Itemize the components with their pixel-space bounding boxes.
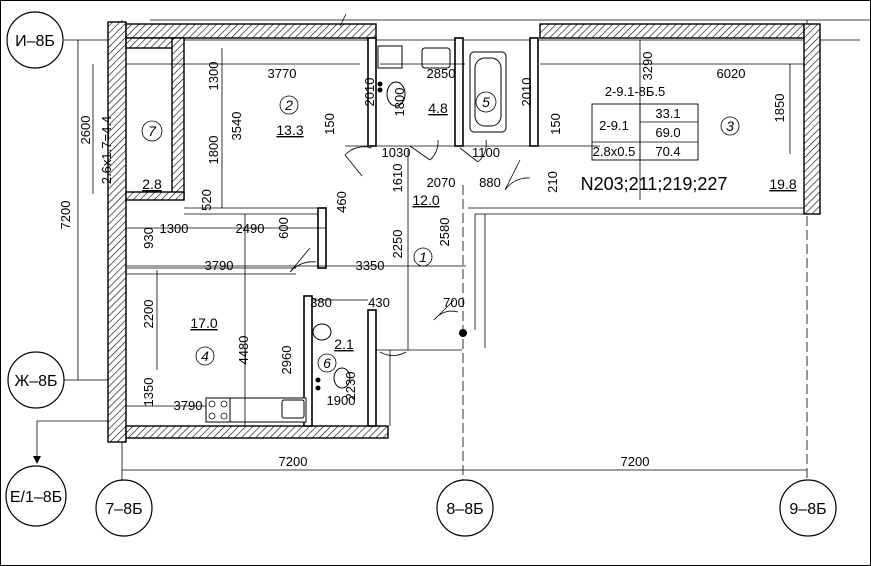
dim-2580: 2580 — [437, 218, 452, 247]
dim-700: 700 — [443, 295, 465, 310]
axis-label: Ж–8Б — [14, 373, 57, 390]
dim-1850: 1850 — [772, 94, 787, 123]
axis-label: И–8Б — [15, 33, 55, 50]
room-3: 3 19.8 — [720, 116, 797, 192]
outer-walls — [107, 21, 821, 443]
room-number: 6 — [323, 355, 331, 371]
dim-2250: 2250 — [390, 230, 405, 259]
dimension-lines — [77, 40, 807, 471]
room-4: 4 17.0 — [190, 315, 218, 366]
dim-430: 430 — [368, 295, 390, 310]
dim-1800-a: 1800 — [206, 136, 221, 165]
toilet-small-icon — [333, 367, 351, 389]
dim-1100: 1100 — [472, 145, 500, 160]
sink-icon — [421, 47, 451, 69]
axis-label: 7–8Б — [105, 501, 142, 518]
dim-460: 460 — [334, 191, 349, 213]
toilet-icon — [386, 81, 406, 107]
apartment-code: 2-9.1 — [599, 118, 629, 133]
room-area: 13.3 — [276, 122, 303, 138]
dim-3770: 3770 — [268, 66, 297, 81]
dim-3350: 3350 — [356, 258, 385, 273]
room-area: 4.8 — [428, 100, 448, 116]
dim-1350: 1350 — [141, 378, 156, 407]
room-area: 17.0 — [190, 315, 217, 331]
room-7: 7 2.8 — [141, 120, 163, 192]
room-1: 1 12.0 — [412, 192, 440, 267]
dim-1300-b: 1300 — [160, 221, 189, 236]
axis-bubble-a78b: 7–8Б — [95, 479, 153, 537]
doors — [289, 139, 531, 356]
dim-1030: 1030 — [382, 145, 411, 160]
dim-4480: 4480 — [236, 336, 251, 365]
kitchen-sink-icon — [281, 399, 305, 419]
dim-150-b: 150 — [548, 113, 563, 135]
dim-2230: 2230 — [343, 372, 358, 401]
dim-3540: 3540 — [229, 112, 244, 141]
dim-210: 210 — [545, 171, 560, 193]
area-living: 33.1 — [655, 106, 680, 121]
dim-150-a: 150 — [322, 113, 337, 135]
dim-1900: 1900 — [327, 393, 356, 408]
axis-bubble-a98b: 9–8Б — [779, 479, 837, 537]
dim-1300: 1300 — [206, 62, 221, 91]
room-5: 5 4.8 — [428, 91, 497, 116]
area-total: 69.0 — [655, 125, 680, 140]
apartment-numbers: N203;211;219;227 — [581, 174, 728, 194]
balcony-size: 2.8x0.5 — [593, 144, 636, 159]
dim-3790-a: 3790 — [205, 258, 234, 273]
dim-1800-b: 1800 — [392, 88, 407, 117]
dim-6020: 6020 — [717, 66, 746, 81]
dim-2600: 2600 — [78, 116, 93, 145]
axis-bubble-a88b: 8–8Б — [436, 479, 494, 537]
room-number: 2 — [284, 97, 293, 113]
dim-2850: 2850 — [427, 66, 456, 81]
dim-880: 880 — [479, 175, 501, 190]
area-total-balcony: 70.4 — [655, 144, 680, 159]
room-area: 19.8 — [769, 176, 796, 192]
axis-label: 8–8Б — [446, 501, 483, 518]
room-number: 5 — [482, 94, 490, 110]
dim-2010-b: 2010 — [519, 78, 534, 107]
dim-7200-h1: 7200 — [279, 454, 308, 469]
axis-grid-lines — [33, 20, 860, 482]
axis-bubble-zh8b: Ж–8Б — [7, 351, 65, 409]
dim-600: 600 — [276, 217, 291, 239]
dim-3290: 3290 — [640, 52, 655, 81]
room-area: 2.8 — [142, 176, 162, 192]
dim-2960: 2960 — [279, 346, 294, 375]
room-6: 6 2.1 — [317, 336, 354, 373]
dim-7200-vertical: 7200 — [58, 201, 73, 230]
axis-label: 9–8Б — [789, 501, 826, 518]
room-number: 1 — [419, 249, 427, 265]
sink-small-icon — [312, 323, 332, 341]
dim-2010-a: 2010 — [362, 78, 377, 107]
interior-walls — [126, 13, 804, 427]
dim-2070: 2070 — [427, 175, 456, 190]
axis-bubble-i8b: И–8Б — [6, 11, 64, 69]
dim-520: 520 — [199, 189, 214, 211]
room-number: 4 — [201, 348, 209, 364]
dim-380: 380 — [310, 295, 332, 310]
axis-label: Е/1–8Б — [10, 489, 62, 506]
axis-bubble-e18b: Е/1–8Б — [5, 465, 67, 527]
apartment-info-table: 2-9.1-8Б.5 2-9.1 33.1 69.0 70.4 2.8x0.5 — [591, 84, 699, 161]
room-area: 2.1 — [334, 336, 354, 352]
room-number: 7 — [148, 123, 157, 139]
loggia-size: 2.6x1.7=4.4 — [99, 116, 114, 184]
room-area: 12.0 — [412, 192, 439, 208]
apartment-type-label: 2-9.1-8Б.5 — [605, 84, 666, 99]
dimension-texts: 7200 2600 1300 3770 2010 2850 3290 6020 … — [58, 52, 787, 469]
dim-2200: 2200 — [141, 300, 156, 329]
dim-2490: 2490 — [236, 221, 265, 236]
room-number: 3 — [726, 118, 734, 134]
dim-1610: 1610 — [390, 164, 405, 193]
room-2: 2 13.3 — [276, 95, 304, 138]
dim-3790-b: 3790 — [174, 398, 203, 413]
dim-930: 930 — [141, 227, 156, 249]
dim-7200-h2: 7200 — [621, 454, 650, 469]
